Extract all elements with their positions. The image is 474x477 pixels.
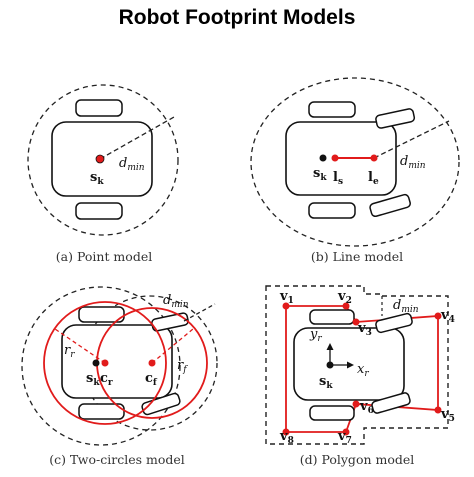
steered-wheel-bottom <box>369 193 411 218</box>
dmin-label: dmin <box>393 298 419 315</box>
wheel-bottom <box>308 202 356 219</box>
vertex-label-v4: v4 <box>440 308 455 325</box>
caption-polygon-model: (d) Polygon model <box>300 452 415 467</box>
vertex-label-v6: v6 <box>359 399 374 416</box>
wheel-bottom <box>75 202 123 220</box>
dmin-label: dmin <box>119 156 145 173</box>
front-center-label: cf <box>145 371 158 388</box>
panel-two-circles-model: sk cr cf rr rf dmin (c) Two-circles mode… <box>21 286 218 467</box>
vertex-label-v1: v1 <box>279 289 294 306</box>
vertex-label-v2: v2 <box>337 289 352 306</box>
vertex-v6 <box>352 400 360 408</box>
wheel-top <box>75 99 123 117</box>
wheel-top <box>308 101 356 118</box>
caption-two-circles-model: (c) Two-circles model <box>49 452 185 467</box>
caption-line-model: (b) Line model <box>311 249 403 264</box>
wheel-bottom <box>78 403 125 420</box>
center-point <box>326 361 334 369</box>
center-point <box>92 359 100 367</box>
rear-circle <box>43 301 167 425</box>
x-axis-label: xr <box>357 362 369 379</box>
vertex-label-v3: v3 <box>357 321 372 338</box>
wheel-top <box>78 306 125 323</box>
wheel-bottom <box>309 405 355 421</box>
dmin-line <box>99 116 175 160</box>
vertex-v8 <box>282 428 290 436</box>
y-axis-arrowhead <box>326 343 334 350</box>
rear-radius-label: rr <box>64 343 75 360</box>
dmin-label: dmin <box>163 293 189 310</box>
panel-polygon-model: sk xr yr dmin v1 v2 v3 v4 v5 v6 v7 v8 (d… <box>265 285 455 467</box>
center-label: sk <box>90 170 104 187</box>
line-end-point <box>370 154 378 162</box>
vertex-label-v5: v5 <box>440 407 455 424</box>
front-radius-label: rf <box>177 358 188 375</box>
panel-point-model: sk dmin (a) Point model <box>27 84 179 264</box>
vertex-v5 <box>434 406 442 414</box>
wheel-top <box>309 309 355 325</box>
rear-center-point <box>101 359 109 367</box>
center-point <box>95 154 105 164</box>
collision-envelope <box>250 77 460 247</box>
dmin-line <box>373 120 450 159</box>
front-radius-line <box>151 328 194 364</box>
vertex-v4 <box>434 312 442 320</box>
center-label: sk <box>86 371 100 388</box>
line-start-label: ls <box>333 170 343 187</box>
center-label: sk <box>313 166 327 183</box>
steered-wheel-top <box>375 108 416 129</box>
dmin-line <box>183 303 216 322</box>
line-start-point <box>331 154 339 162</box>
page-title: Robot Footprint Models <box>118 6 356 29</box>
collision-circle <box>27 84 179 236</box>
rear-radius-line <box>54 328 106 364</box>
vertex-v3 <box>352 318 360 326</box>
x-axis-arrowhead <box>347 361 354 369</box>
vertex-label-v8: v8 <box>279 429 294 446</box>
line-end-label: le <box>368 170 379 187</box>
steered-wheel-top <box>375 312 413 334</box>
panel-line-model: sk ls le dmin (b) Line model <box>250 77 460 264</box>
vertex-v2 <box>342 302 350 310</box>
inflated-polygon <box>265 285 449 445</box>
center-label: sk <box>319 374 333 391</box>
caption-point-model: (a) Point model <box>56 249 152 264</box>
y-axis-label: yr <box>309 327 322 344</box>
front-center-point <box>148 359 156 367</box>
rear-collision-circle <box>21 286 181 446</box>
robot-body <box>61 324 173 399</box>
steered-wheel-bottom <box>371 392 411 414</box>
vertex-label-v7: v7 <box>337 429 352 446</box>
vertex-v7 <box>342 428 350 436</box>
center-point <box>319 154 327 162</box>
dmin-label: dmin <box>400 154 426 171</box>
rear-center-label: cr <box>100 371 113 388</box>
steered-wheel-top <box>151 312 189 332</box>
vertex-v1 <box>282 302 290 310</box>
